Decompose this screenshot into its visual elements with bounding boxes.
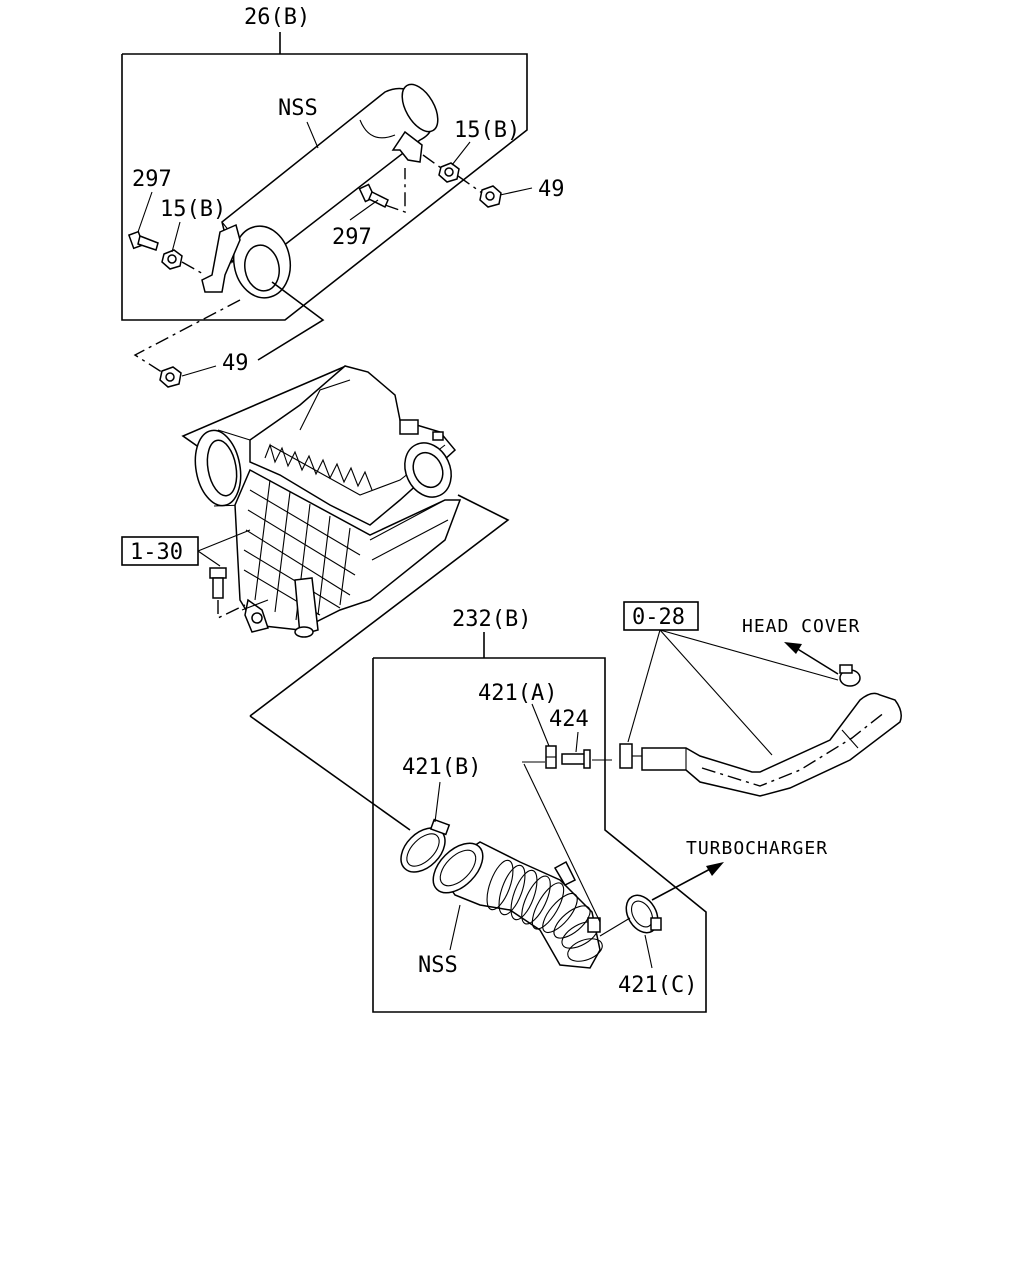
head-cover-arrow-icon (784, 642, 839, 675)
label-421a: 421(A) (478, 681, 557, 706)
leader-15b-right (451, 141, 471, 166)
pcv-hose (641, 692, 902, 797)
leader-421a (531, 703, 550, 747)
leader-297-center (349, 199, 379, 221)
nut-15b-left (161, 249, 183, 270)
label-26b: 26(B) (244, 5, 310, 30)
nut-15b-right (438, 162, 460, 183)
fitting-421a (545, 745, 557, 769)
label-nss-bottom: NSS (418, 953, 458, 978)
nut-path-right (422, 154, 445, 171)
label-0-28: 0-28 (632, 605, 685, 630)
cleaner-outline-link (181, 365, 347, 449)
clamp-421b (400, 818, 451, 873)
leader-0-28-c (659, 629, 839, 681)
label-nss-top: NSS (278, 96, 318, 121)
duct-to-cleaner-leader (257, 281, 325, 361)
bolt-297-center (358, 183, 389, 209)
label-1-30: 1-30 (130, 540, 183, 565)
label-421c: 421(C) (618, 973, 697, 998)
air-cleaner-assembly (181, 365, 510, 717)
clamp-421c (625, 894, 662, 934)
label-15b-left: 15(B) (160, 197, 226, 222)
leader-49-right (499, 187, 533, 196)
air-duct-tube (201, 83, 439, 299)
hose-connector (619, 743, 633, 769)
leader-0-28-a (627, 629, 661, 743)
label-297-left: 297 (132, 167, 172, 192)
fitting-424 (561, 749, 591, 769)
leader-1-30-a (197, 529, 251, 552)
intake-hose (432, 841, 603, 969)
box-to-clamp-leader (249, 715, 411, 831)
nut-49-right (479, 185, 502, 208)
turbocharger-arrow-icon (651, 862, 724, 901)
air-duct-assembly-group: 26(B) NSS 297 15(B) 15(B) 49 297 (121, 5, 565, 321)
ref-1-30: 1-30 (121, 529, 251, 620)
cleaner-to-hose-leader (249, 494, 510, 717)
label-15b-right: 15(B) (454, 118, 520, 143)
leader-424 (575, 731, 579, 753)
box-232b (372, 657, 707, 1013)
pcv-hose-group: 0-28 HEAD COVER (619, 601, 902, 797)
label-424: 424 (549, 707, 589, 732)
clamp-421c-link (599, 917, 631, 937)
leader-nss-bottom (449, 904, 461, 951)
leader-297-left (137, 191, 153, 233)
leader-49-bottom (181, 365, 217, 377)
leader-0-28-b (659, 629, 773, 756)
label-49-right: 49 (538, 177, 565, 202)
bolt-1-30-path (217, 600, 246, 620)
leader-15b-left (171, 221, 181, 253)
leader-nss-top (306, 121, 319, 149)
label-421b: 421(B) (402, 755, 481, 780)
nut-path-49 (457, 175, 483, 194)
label-232b: 232(B) (452, 607, 531, 632)
hose-assembly-group: 232(B) 421(B) (249, 607, 828, 1013)
label-head-cover: HEAD COVER (742, 616, 860, 637)
nut-path-left (181, 261, 206, 276)
fitting-link-b (523, 763, 601, 923)
bolt-1-30 (209, 567, 227, 579)
bolt-path-center (384, 168, 406, 213)
label-49-bottom: 49 (222, 351, 249, 376)
leader-1-30-b (197, 550, 221, 567)
label-turbocharger: TURBOCHARGER (686, 838, 828, 859)
bolt-297-left (127, 230, 159, 251)
nut-49-bottom (159, 366, 182, 388)
label-297-center: 297 (332, 225, 372, 250)
leader-421c (644, 934, 653, 969)
box-26b (121, 53, 528, 321)
nut-49-bottom-path (133, 299, 241, 377)
leader-421b (434, 781, 441, 823)
